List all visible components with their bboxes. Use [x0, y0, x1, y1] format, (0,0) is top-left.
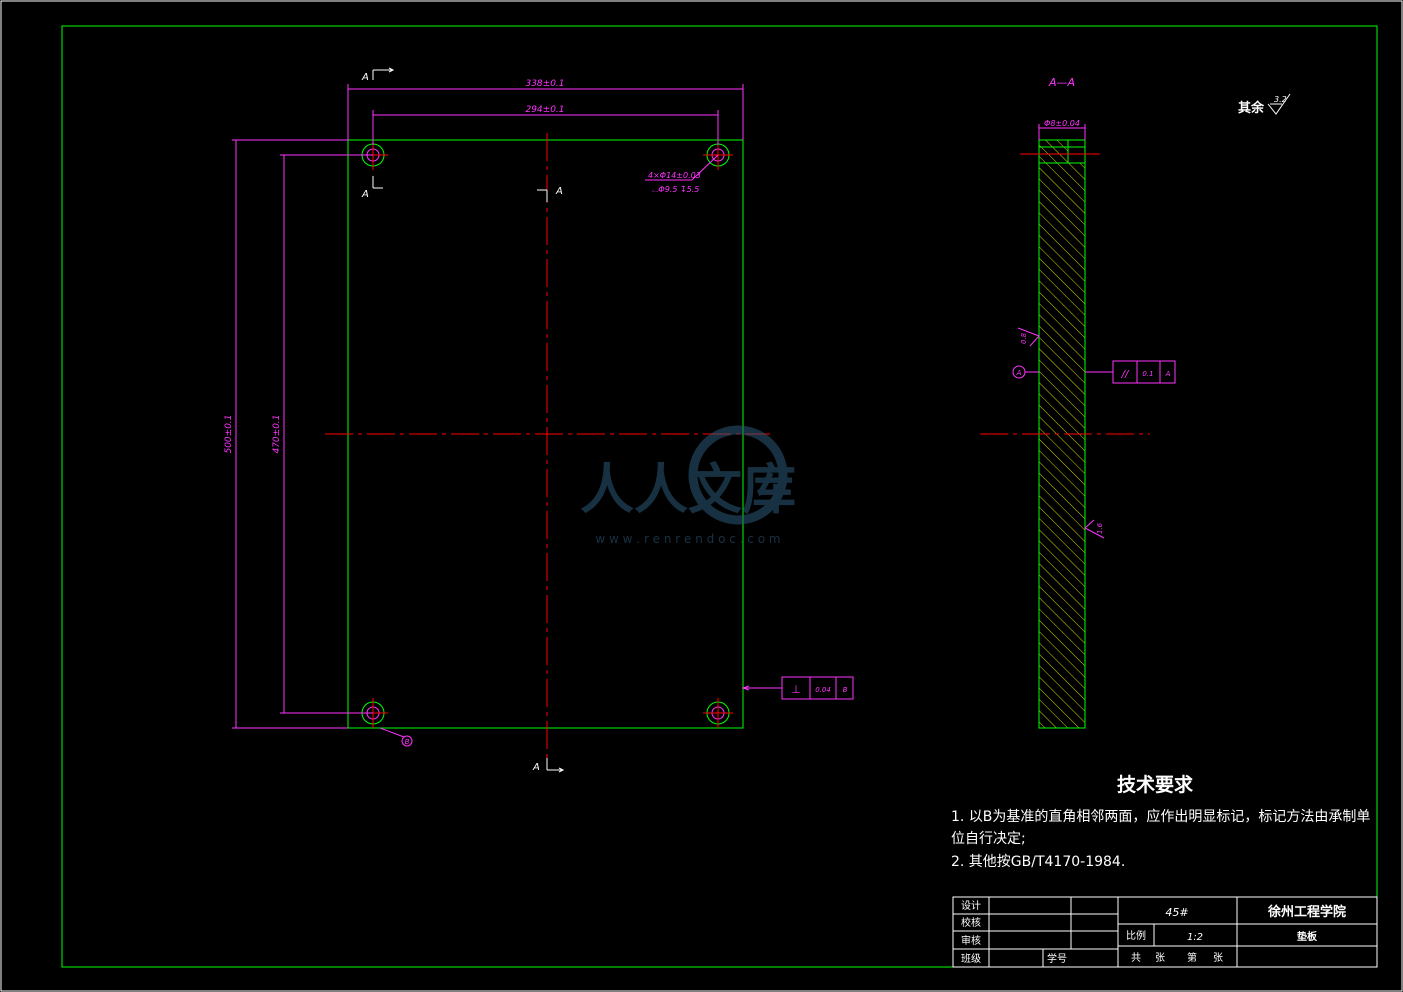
drawing-border [61, 25, 1378, 968]
label-review: 审核 [961, 934, 981, 947]
tech-req-line1: 1. 以B为基准的直角相邻两面，应作出明显标记，标记方法由承制单 [951, 808, 1370, 825]
other-surface-value: 3.2 [1274, 95, 1287, 104]
section-label-mid: A [555, 186, 563, 197]
section-title: A—A [1048, 76, 1075, 89]
section-marker-mid [537, 189, 548, 202]
tech-req-line3: 2. 其他按GB/T4170-1984. [951, 854, 1125, 870]
hole-bottom-right [703, 698, 733, 728]
tech-req-title: 技术要求 [1117, 773, 1194, 796]
roughness-left: 0.8 [1020, 332, 1028, 344]
datum-a-circle [1012, 365, 1026, 379]
label-class: 班级 [961, 953, 981, 965]
scale-value: 1:2 [1187, 932, 1203, 943]
fcf-perpendicularity [781, 676, 854, 700]
label-total: 共 [1131, 952, 1141, 964]
dim-height-overall: 500±0.1 [224, 414, 234, 453]
hole-callout-line1: 4×Φ14±0.03 [648, 171, 701, 180]
hole-callout-leader [691, 154, 719, 181]
datum-b: B [405, 738, 410, 746]
label-nth: 第 [1187, 951, 1197, 964]
hole-callout-line2: ⌴Φ9.5 ↧5.5 [652, 185, 699, 194]
label-scale: 比例 [1126, 929, 1146, 942]
label-sheet: 张 [1213, 952, 1223, 964]
section-label-top: A [361, 72, 369, 83]
dim-width-overall: 338±0.1 [525, 79, 564, 89]
dim-width-overall-lines [347, 84, 744, 145]
part-name: 垫板 [1297, 930, 1318, 943]
roughness-right-symbol [1084, 519, 1105, 539]
front-view: 338±0.1 294±0.1 500±0.1 470±0.1 4×Φ14±0.… [224, 67, 854, 773]
counterbore-slot [1067, 139, 1086, 164]
dim-counterbore: Φ8±0.04 [1044, 119, 1080, 128]
datum-a: A [1016, 369, 1022, 377]
watermark: 人人文库 w w w . r e n r e n d o c . c o m [580, 425, 796, 546]
section-label-left: A [361, 189, 369, 200]
fcf-parallel-tolerance: 0.1 [1142, 370, 1153, 378]
roughness-right: 1.6 [1096, 522, 1104, 534]
dim-width-holes: 294±0.1 [525, 105, 564, 115]
fcf-parallel-symbol: // [1121, 369, 1130, 380]
label-student-no: 学号 [1047, 952, 1067, 965]
section-marker-bottom [546, 758, 565, 773]
dim-counterbore-lines [1038, 124, 1086, 140]
other-surface-label: 其余 [1238, 100, 1265, 116]
section-view: A—A Φ8±0.04 0.8 1.6 A // 0.1 A [980, 76, 1176, 729]
tech-req-line2: 位自行决定; [951, 831, 1026, 847]
label-check: 校核 [961, 916, 981, 929]
fcf-perp-datum: B [843, 686, 848, 694]
datum-b-circle [401, 735, 413, 747]
fcf-perp-tolerance: 0.04 [815, 686, 831, 694]
material: 45# [1165, 906, 1188, 919]
section-label-bottom: A [532, 762, 540, 773]
school-name: 徐州工程学院 [1267, 904, 1346, 920]
fcf-parallelism [1112, 360, 1176, 384]
technical-requirements: 技术要求 1. 以B为基准的直角相邻两面，应作出明显标记，标记方法由承制单 位自… [951, 773, 1370, 870]
roughness-symbol [1267, 93, 1291, 115]
watermark-url: w w w . r e n r e n d o c . c o m [595, 532, 780, 546]
label-design: 设计 [961, 899, 981, 912]
watermark-logo [688, 425, 788, 525]
fcf-parallel-datum: A [1165, 370, 1171, 378]
title-block: 设计 校核 审核 班级 学号 45# 徐州工程学院 比例 1:2 垫板 共 张 … [952, 896, 1378, 968]
dim-height-holes: 470±0.1 [272, 414, 282, 453]
dim-height-lines [232, 139, 373, 729]
watermark-text: 人人文库 [580, 458, 796, 521]
section-marker-left [372, 176, 383, 189]
label-sheets: 张 [1155, 952, 1165, 964]
section-marker-top [372, 67, 395, 80]
other-surface-roughness: 其余 3.2 [1238, 93, 1291, 116]
section-body [1038, 162, 1086, 729]
fcf-perp-symbol: ⊥ [791, 683, 801, 696]
roughness-left-symbol [1017, 327, 1040, 347]
